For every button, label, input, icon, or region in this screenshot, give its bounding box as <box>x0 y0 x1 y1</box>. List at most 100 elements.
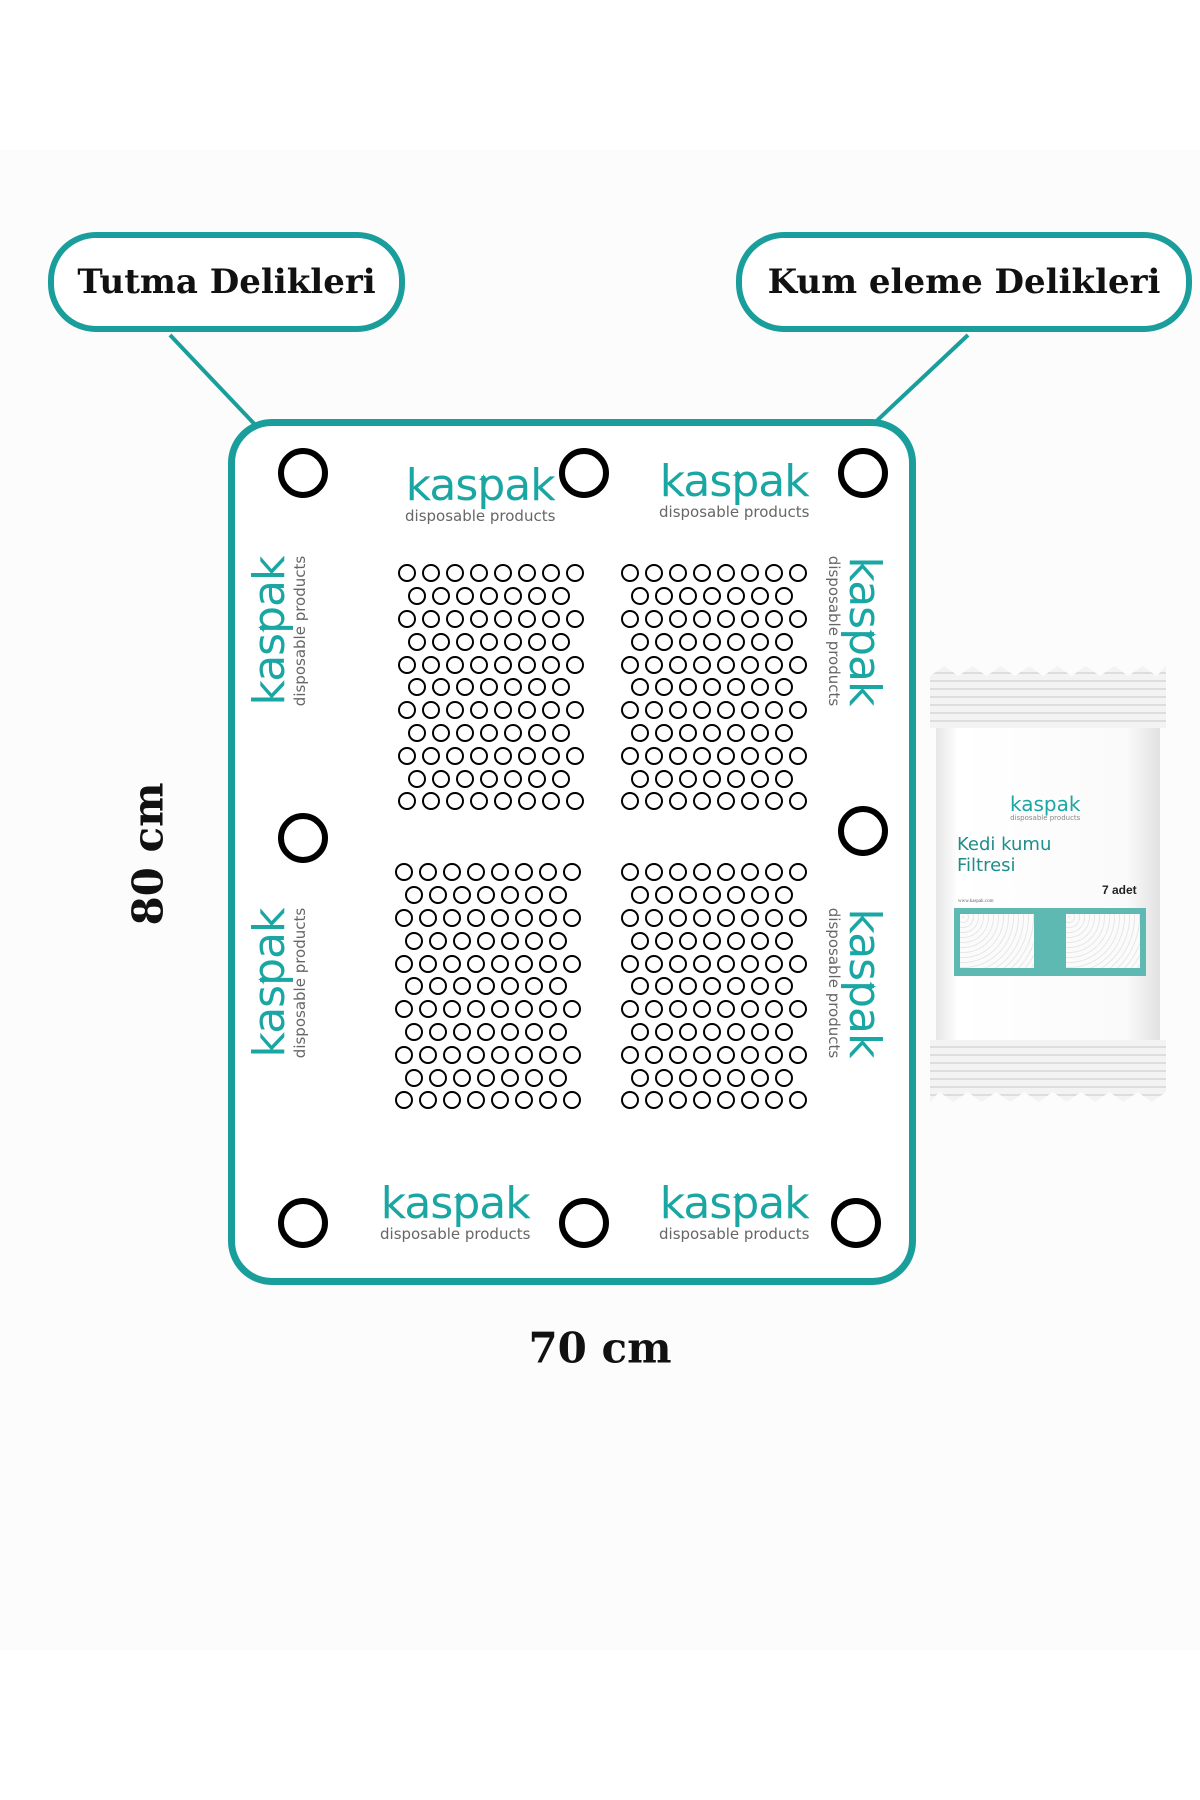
sieve-hole <box>480 632 498 651</box>
sieve-hole <box>669 1091 687 1110</box>
sieve-hole <box>631 886 649 905</box>
sieve-hole <box>703 678 721 697</box>
sieve-hole <box>741 746 759 765</box>
sieve-hole <box>669 792 687 811</box>
sieve-hole <box>501 1022 519 1041</box>
sieve-hole <box>467 1000 485 1019</box>
sieve-hole <box>765 1045 783 1064</box>
sieve-hole <box>775 587 793 606</box>
sieve-hole <box>775 723 793 742</box>
sieve-hole <box>669 564 687 583</box>
sieve-hole-row <box>398 630 584 653</box>
handle-hole-middle-right <box>838 806 888 856</box>
sieve-hole <box>631 632 649 651</box>
sieve-hole <box>669 863 687 882</box>
sieve-hole <box>775 678 793 697</box>
sparkle-icon: ✦ <box>452 1188 465 1207</box>
sparkle-icon: ✦ <box>731 1188 744 1207</box>
sieve-hole <box>751 632 769 651</box>
sieve-hole <box>693 1045 711 1064</box>
sieve-hole <box>504 678 522 697</box>
sieve-hole <box>443 954 461 973</box>
sieve-hole <box>432 632 450 651</box>
sieve-hole <box>717 954 735 973</box>
sparkle-icon: ✦ <box>731 466 744 485</box>
sieve-hole-row <box>395 975 581 998</box>
sieve-hole-row <box>395 884 581 907</box>
sieve-hole <box>727 587 745 606</box>
sieve-hole <box>679 587 697 606</box>
sieve-hole <box>470 746 488 765</box>
sieve-hole <box>528 632 546 651</box>
sieve-hole <box>549 931 567 950</box>
sieve-hole <box>494 564 512 583</box>
sieve-hole <box>408 632 426 651</box>
sieve-hole <box>751 977 769 996</box>
sieve-hole <box>446 564 464 583</box>
sieve-hole <box>467 863 485 882</box>
sieve-hole <box>621 792 639 811</box>
sieve-hole-row <box>621 585 807 608</box>
sieve-hole <box>669 746 687 765</box>
sieve-hole <box>453 977 471 996</box>
sieve-hole <box>432 723 450 742</box>
sieve-hole <box>408 769 426 788</box>
sieve-hole <box>408 723 426 742</box>
sieve-hole <box>398 701 416 720</box>
sieve-hole <box>566 701 584 720</box>
sieve-hole <box>528 587 546 606</box>
sieve-hole <box>693 609 711 628</box>
sieve-holes-callout: Kum eleme Delikleri <box>736 232 1192 332</box>
sieve-hole <box>741 863 759 882</box>
sieve-hole <box>631 723 649 742</box>
sieve-hole <box>398 655 416 674</box>
sieve-hole <box>679 1022 697 1041</box>
sieve-holes-label: Kum eleme Delikleri <box>767 262 1161 302</box>
sieve-hole <box>717 655 735 674</box>
sieve-hole-row <box>621 861 807 884</box>
sieve-hole <box>789 792 807 811</box>
sieve-hole-row <box>398 608 584 631</box>
sieve-hole <box>645 564 663 583</box>
handle-hole-bottom-left <box>278 1198 328 1248</box>
sieve-hole <box>751 1022 769 1041</box>
sieve-hole-row <box>621 1066 807 1089</box>
sieve-hole <box>477 886 495 905</box>
sieve-hole <box>789 701 807 720</box>
sieve-hole <box>528 723 546 742</box>
sieve-hole <box>693 655 711 674</box>
sieve-hole-row <box>621 998 807 1021</box>
sieve-hole <box>494 609 512 628</box>
sieve-hole <box>542 746 560 765</box>
sieve-hole <box>679 1068 697 1087</box>
sieve-hole <box>419 1000 437 1019</box>
handle-hole-top-center <box>559 448 609 498</box>
sieve-hole <box>563 1091 581 1110</box>
sieve-hole <box>456 678 474 697</box>
sieve-hole <box>467 1045 485 1064</box>
sieve-hole <box>645 1000 663 1019</box>
sieve-hole <box>518 701 536 720</box>
sieve-hole <box>491 1045 509 1064</box>
sieve-hole <box>446 746 464 765</box>
sieve-hole <box>518 564 536 583</box>
sieve-hole <box>669 655 687 674</box>
sieve-hole <box>395 1091 413 1110</box>
logo-left-lower: kaspak✦ disposable products <box>244 908 309 1058</box>
handle-hole-bottom-right <box>831 1198 881 1248</box>
sieve-hole <box>563 1000 581 1019</box>
sieve-hole <box>741 609 759 628</box>
sieve-hole <box>566 564 584 583</box>
sieve-hole <box>727 769 745 788</box>
sieve-hole <box>631 1022 649 1041</box>
sieve-hole <box>741 954 759 973</box>
handle-holes-callout: Tutma Delikleri <box>48 232 405 332</box>
sieve-hole <box>621 1045 639 1064</box>
sieve-hole <box>419 1045 437 1064</box>
sieve-hole <box>408 678 426 697</box>
sieve-hole <box>717 792 735 811</box>
sieve-hole <box>422 701 440 720</box>
sieve-hole <box>669 609 687 628</box>
sieve-hole <box>405 977 423 996</box>
sieve-hole <box>631 587 649 606</box>
